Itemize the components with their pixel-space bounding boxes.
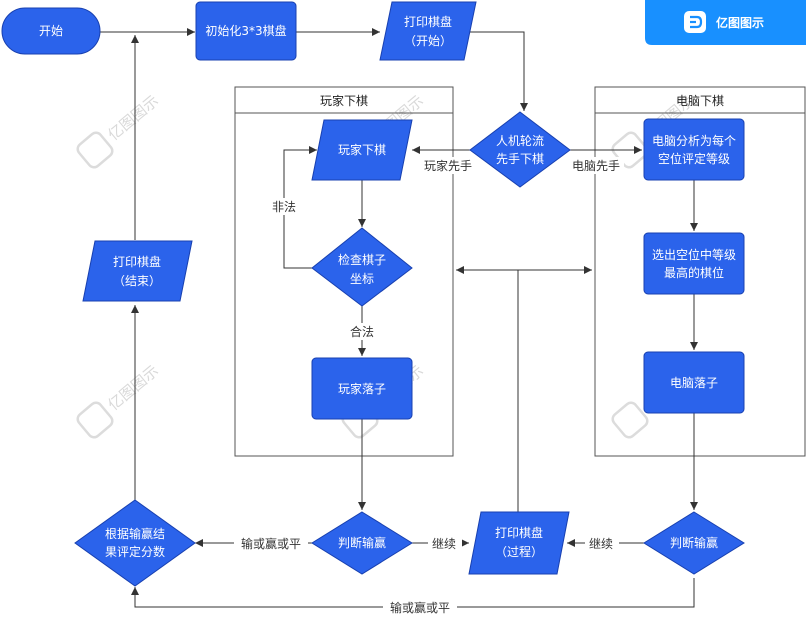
edge-label-player-first: 玩家先手 [424, 158, 472, 173]
edge-print-turn [467, 31, 528, 111]
node-score-label-2: 果评定分数 [105, 544, 165, 559]
node-start[interactable] [1, 7, 101, 55]
edge-labels: 玩家先手 电脑先手 非法 合法 继续 继续 输或赢或平 输或赢或平 [234, 157, 624, 616]
node-turn-label-1: 人机轮流 [496, 134, 544, 148]
node-init[interactable] [195, 1, 297, 61]
edge-label-continue-2: 继续 [589, 537, 613, 551]
node-check-label-1: 检查棋子 [338, 252, 386, 267]
edge-label-computer-first: 电脑先手 [572, 159, 620, 173]
brand-logo-icon [684, 11, 706, 33]
edge-layer [100, 28, 698, 608]
node-init-label: 初始化3*3棋盘 [205, 23, 286, 38]
node-layer [1, 1, 745, 587]
edge-label-result-1: 输或赢或平 [241, 536, 301, 551]
edge-print-loop-player [456, 266, 519, 512]
node-print-start[interactable] [379, 1, 477, 61]
lane-computer-title: 电脑下棋 [676, 94, 724, 108]
edge-label-illegal: 非法 [272, 200, 296, 214]
node-judge-computer[interactable] [643, 511, 745, 575]
node-print-end-label-1: 打印棋盘 [113, 254, 161, 269]
node-judge-computer-label: 判断输赢 [670, 535, 718, 550]
node-print-end[interactable] [82, 240, 193, 302]
node-computer-analyze-label-1: 电脑分析为每个 [652, 133, 736, 148]
lane-player: 玩家下棋 [234, 86, 454, 457]
node-computer-analyze[interactable] [643, 118, 745, 181]
node-turn[interactable] [469, 111, 571, 188]
node-player-move[interactable] [311, 119, 413, 181]
node-player-move-label: 玩家下棋 [338, 142, 386, 157]
node-print-start-label-1: 打印棋盘 [404, 14, 452, 29]
node-score[interactable] [74, 499, 196, 587]
watermark-text: 亿图图示 [105, 92, 163, 144]
brand-badge: 亿图图示 [645, 0, 806, 45]
node-print-start-label-2: （开始） [404, 34, 452, 48]
node-text-layer: 开始 初始化3*3棋盘 打印棋盘 （开始） 人机轮流 先手下棋 玩家下棋 检查棋… [39, 14, 736, 559]
edge-label-continue-1: 继续 [432, 537, 456, 551]
brand-name: 亿图图示 [716, 15, 764, 30]
watermark-logo-icon: 亿图图示 [76, 362, 163, 439]
node-computer-select[interactable] [643, 232, 745, 295]
node-player-place[interactable] [311, 357, 413, 420]
watermark-text: 亿图图示 [105, 362, 163, 414]
node-print-process-label-1: 打印棋盘 [495, 525, 543, 540]
node-score-label-1: 根据输赢结 [105, 526, 165, 541]
node-computer-analyze-label-2: 空位评定等级 [658, 151, 730, 166]
node-computer-select-label-1: 选出空位中等级 [652, 247, 736, 262]
node-print-end-label-2: （结束） [113, 274, 161, 288]
node-computer-select-label-2: 最高的棋位 [664, 265, 724, 280]
node-computer-place-label: 电脑落子 [670, 376, 718, 390]
lane-computer: 电脑下棋 [594, 86, 806, 457]
edge-label-legal: 合法 [350, 324, 374, 339]
node-turn-label-2: 先手下棋 [496, 152, 544, 166]
watermark-logo-icon: 亿图图示 [76, 92, 163, 169]
node-print-process[interactable] [468, 511, 570, 575]
lane-player-title: 玩家下棋 [320, 93, 368, 108]
node-judge-player[interactable] [311, 511, 413, 575]
node-computer-place[interactable] [643, 351, 745, 414]
edge-label-result-2: 输或赢或平 [390, 600, 450, 615]
node-check[interactable] [311, 227, 413, 307]
node-check-label-2: 坐标 [350, 272, 374, 286]
node-judge-player-label: 判断输赢 [338, 535, 386, 550]
node-player-place-label: 玩家落子 [338, 381, 386, 396]
node-print-process-label-2: （过程） [495, 544, 543, 559]
node-start-label: 开始 [39, 24, 63, 38]
